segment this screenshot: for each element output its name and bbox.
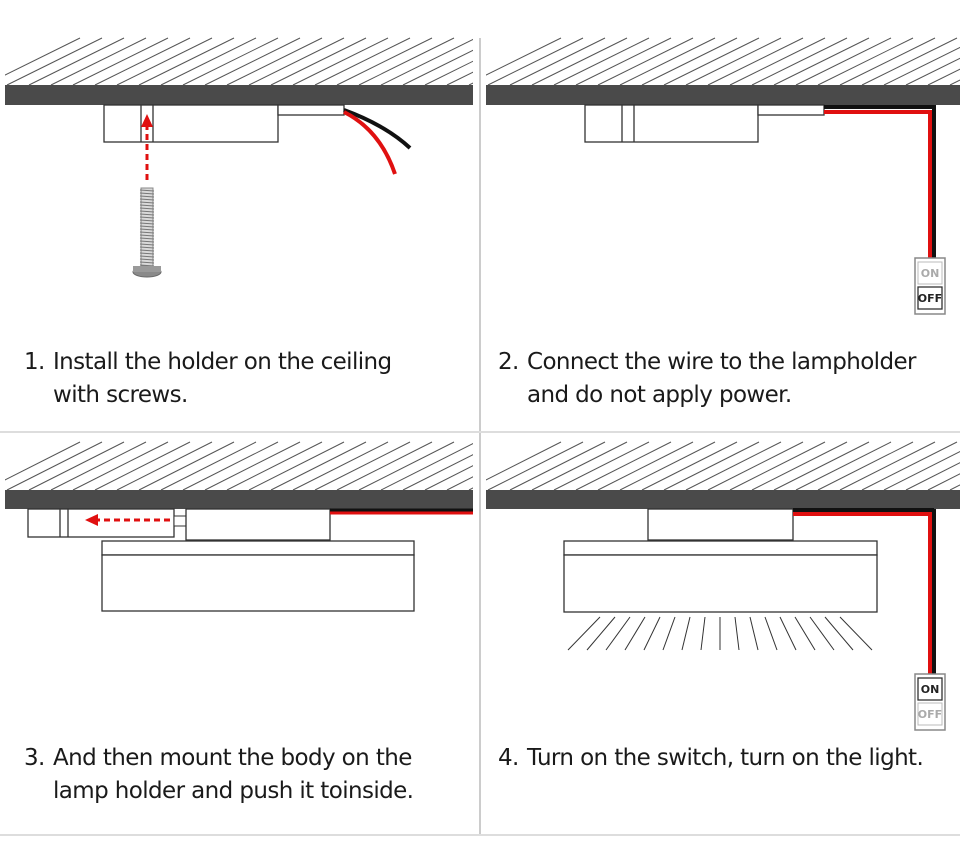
wire-connector xyxy=(647,508,794,541)
wall-switch-off: ON OFF xyxy=(914,257,946,315)
panel-1-illustration xyxy=(103,104,412,278)
light-rays xyxy=(567,616,873,651)
step-text-line: lamp holder and push it toinside. xyxy=(53,778,414,804)
lamp-holder xyxy=(103,104,279,143)
step-text-line: And then mount the body on the xyxy=(53,745,412,771)
lamp-body xyxy=(101,554,415,612)
lamp-body-top xyxy=(101,540,415,556)
step-number: 4. xyxy=(498,745,519,771)
red-wire xyxy=(343,110,397,175)
switch-on-label: ON xyxy=(921,683,940,696)
ceiling-slab-4 xyxy=(486,490,960,509)
step-3-caption: 3. And then mount the body on the lamp h… xyxy=(24,742,414,808)
ceiling-slab-1 xyxy=(5,85,473,105)
screw-icon xyxy=(139,187,155,267)
panel-4-illustration xyxy=(563,508,936,674)
arrow-head-up xyxy=(141,114,153,127)
lamp-body xyxy=(563,554,878,613)
ceiling-slab-2 xyxy=(486,85,960,105)
step-text-line: with screws. xyxy=(53,382,188,408)
switch-on-label: ON xyxy=(921,267,940,280)
panel-2-illustration xyxy=(584,104,936,258)
wire-connector xyxy=(757,104,825,116)
ceiling-hatch-4 xyxy=(486,441,960,491)
ceiling-hatch-2 xyxy=(486,37,960,86)
wire-connector xyxy=(185,508,331,541)
arrow-head-left xyxy=(85,514,98,526)
lamp-body-top xyxy=(563,540,878,556)
step-1-caption: 1. Install the holder on the ceiling wit… xyxy=(24,346,392,412)
ceiling-slab-3 xyxy=(5,490,473,509)
step-text-line: and do not apply power. xyxy=(527,382,792,408)
step-text-line: Install the holder on the ceiling xyxy=(53,349,392,375)
switch-off-label: OFF xyxy=(918,708,942,721)
lamp-holder xyxy=(584,104,759,143)
step-text-line: Turn on the switch, turn on the light. xyxy=(527,745,924,771)
step-number: 1. xyxy=(24,349,45,375)
step-2-caption: 2. Connect the wire to the lampholder an… xyxy=(498,346,916,412)
step-number: 3. xyxy=(24,745,45,771)
switch-off-label: OFF xyxy=(918,292,942,305)
wire-connector xyxy=(277,104,345,116)
wall-switch-on: ON OFF xyxy=(914,673,946,731)
step-number: 2. xyxy=(498,349,519,375)
step-text-line: Connect the wire to the lampholder xyxy=(527,349,916,375)
lamp-holder xyxy=(27,508,175,538)
step-4-caption: 4. Turn on the switch, turn on the light… xyxy=(498,742,924,775)
panel-3-illustration xyxy=(27,508,473,612)
ceiling-hatch-1 xyxy=(5,37,473,86)
black-wire xyxy=(343,108,412,150)
ceiling-hatch-3 xyxy=(5,441,473,491)
